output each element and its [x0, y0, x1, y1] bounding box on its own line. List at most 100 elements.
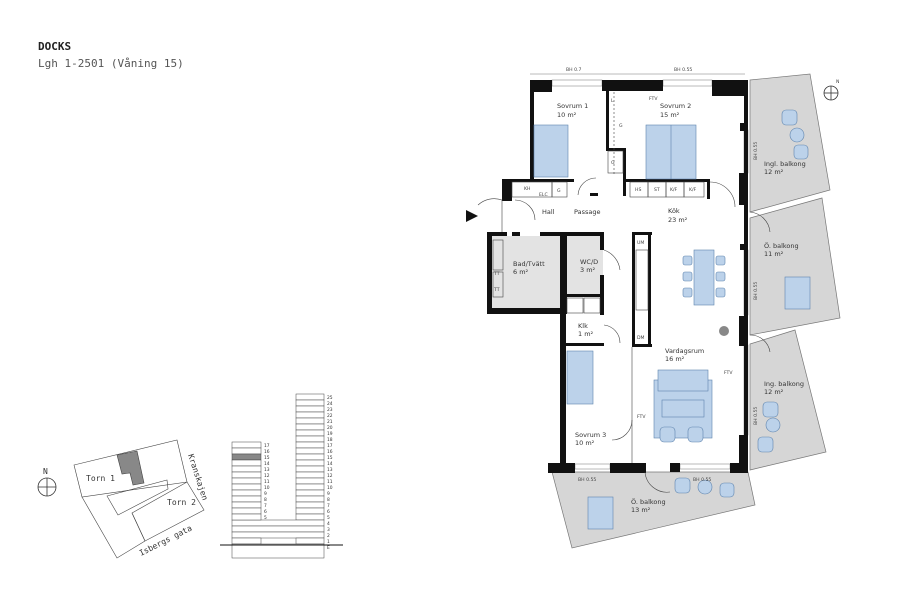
floor-row-22 [295, 411, 325, 419]
floor-label: 10 [264, 485, 270, 491]
bed-sovrum1 [533, 124, 569, 178]
floor-label: 17 [264, 443, 270, 449]
floor-label: 23 [327, 407, 333, 413]
room-name: Ingl. balkong [764, 160, 806, 168]
svg-text:L: L [611, 98, 614, 104]
floor-row-left-9 [231, 489, 262, 497]
floor-row-4 [231, 519, 325, 527]
room-name: Kök [668, 207, 680, 215]
site-map: Torn 1 Torn 2 Kranskajen Isbergs gata N [37, 439, 210, 559]
floor-row-7 [295, 501, 325, 509]
svg-text:BH 0.55: BH 0.55 [578, 477, 596, 483]
floor-label: 10 [327, 485, 333, 491]
floor-row-23 [295, 405, 325, 413]
floor-row-left-10 [231, 483, 262, 491]
room-area: 15 m² [660, 111, 680, 119]
svg-text:K/F: K/F [689, 187, 697, 193]
room-name: Vardagsrum [665, 347, 704, 355]
svg-text:HS: HS [635, 187, 641, 193]
floor-label: 15 [264, 455, 270, 461]
floor-row-8 [295, 495, 325, 503]
floor-row-20 [295, 423, 325, 431]
floor-row-left-8 [231, 495, 262, 503]
sofa [657, 369, 709, 392]
balcony-ing [749, 329, 827, 471]
partitions-and-doors [477, 92, 771, 493]
floor-label: 12 [327, 473, 333, 479]
floor-label: 13 [264, 467, 270, 473]
floor-label: 7 [264, 503, 267, 509]
room-name: Hall [542, 208, 555, 216]
svg-text:G: G [611, 160, 615, 166]
floor-row-16 [295, 447, 325, 455]
room-area: 1 m² [578, 330, 594, 338]
floor-row-10 [295, 483, 325, 491]
room-area: 10 m² [557, 111, 577, 119]
floor-label: 22 [327, 413, 333, 419]
floor-label: 19 [327, 431, 333, 437]
floor-row-E [231, 543, 325, 559]
floor-row-24 [295, 399, 325, 407]
floor-label: 11 [327, 479, 333, 485]
svg-text:N: N [836, 79, 839, 85]
svg-text:BH 0.7: BH 0.7 [566, 67, 581, 73]
dining-chairs [682, 255, 726, 298]
room-name: Klk [578, 322, 588, 330]
room-area: 12 m² [764, 388, 784, 396]
room-area: 11 m² [764, 250, 784, 258]
room-name: WC/D [580, 258, 598, 266]
room-name: Passage [574, 208, 601, 216]
svg-text:Kranskajen: Kranskajen [186, 453, 209, 502]
room-name: Ing. balkong [764, 380, 804, 388]
floor-row-17 [295, 441, 325, 449]
project-title: DOCKS [38, 40, 72, 53]
armchair [687, 426, 704, 443]
floor-label: 18 [327, 437, 333, 443]
svg-text:K/F: K/F [670, 187, 678, 193]
floor-label: 16 [264, 449, 270, 455]
svg-text:BH 0.55: BH 0.55 [693, 477, 711, 483]
floor-label: 8 [327, 497, 330, 503]
floor-row-left-13 [231, 465, 262, 473]
floor-row-left-7 [231, 501, 262, 509]
floor-row-13 [295, 465, 325, 473]
floor-label: 24 [327, 401, 333, 407]
room-name: Sovrum 3 [575, 431, 606, 439]
room-name: Ö. balkong [764, 241, 799, 250]
room-name: Ö. balkong [631, 497, 666, 506]
floor-label: E [327, 545, 330, 551]
svg-text:Torn 1: Torn 1 [86, 474, 115, 483]
floor-row-left-16 [231, 447, 262, 455]
site-compass-icon: N [37, 467, 57, 497]
armchair [659, 426, 676, 443]
floor-label: 16 [327, 449, 333, 455]
room-name: Sovrum 1 [557, 102, 588, 110]
room-area: 23 m² [668, 216, 688, 224]
svg-text:BH 0.55: BH 0.55 [753, 407, 759, 425]
svg-text:TT: TT [493, 287, 500, 293]
balcony-table [784, 276, 811, 310]
room-area: 3 m² [580, 266, 596, 274]
balcony-o-11 [749, 197, 841, 336]
floor-row-12 [295, 471, 325, 479]
floor-row-21 [295, 417, 325, 425]
room-area: 12 m² [764, 168, 784, 176]
floor-label: 7 [327, 503, 330, 509]
floor-row-1-right [295, 537, 325, 545]
room-name: Sovrum 2 [660, 102, 691, 110]
floor-label: 15 [327, 455, 333, 461]
floor-label: 3 [327, 527, 330, 533]
floor-label: 20 [327, 425, 333, 431]
svg-text:BH 0.55: BH 0.55 [753, 142, 759, 160]
floor-label: 13 [327, 467, 333, 473]
walls [487, 80, 748, 473]
annotations: BH 0.7 BH 0.55 BH 0.55 BH 0.55 BH 0.55 B… [493, 67, 759, 483]
svg-text:FTV: FTV [637, 414, 646, 420]
floor-row-18 [295, 435, 325, 443]
floor-row-1-left [231, 537, 262, 545]
floor-label: 9 [264, 491, 267, 497]
floor-row-left-11 [231, 477, 262, 485]
building-highlight [116, 450, 145, 486]
floor-row-2 [231, 531, 325, 539]
svg-text:DM: DM [637, 335, 645, 341]
